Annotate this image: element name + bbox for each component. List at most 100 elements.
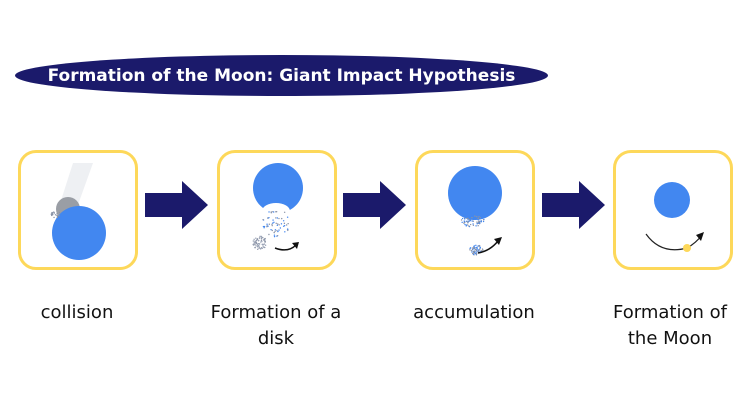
debris-particle: [260, 241, 262, 243]
debris-particle: [474, 215, 476, 217]
step-accumulation-panel: [415, 150, 535, 270]
debris-particle: [278, 224, 280, 226]
debris-particle: [282, 220, 285, 222]
debris-particle: [264, 244, 267, 246]
debris-particle: [482, 220, 485, 223]
debris-particle: [474, 252, 476, 255]
debris-particle: [472, 252, 475, 254]
arrow-right-icon: [542, 181, 605, 229]
moon-orbit-arrow: [645, 233, 703, 251]
debris-particle: [281, 217, 283, 220]
earth: [253, 163, 303, 213]
debris-particle: [475, 244, 477, 247]
debris-particle: [473, 247, 475, 250]
debris-particle: [273, 221, 275, 223]
proto-earth: [52, 206, 106, 260]
debris-particle: [481, 248, 484, 250]
debris-particle: [274, 230, 276, 233]
debris-particle: [278, 217, 280, 220]
debris-particle: [475, 249, 477, 251]
debris-particle: [285, 224, 288, 226]
debris-particle: [477, 250, 480, 252]
debris-particle: [286, 228, 289, 230]
debris-particle: [273, 234, 276, 236]
debris-particle: [262, 236, 264, 239]
debris-particle: [255, 242, 258, 245]
debris-particle: [283, 211, 286, 213]
debris-particle: [472, 220, 475, 222]
debris-particle: [469, 247, 471, 250]
debris-particle: [473, 251, 475, 253]
earth: [448, 166, 502, 220]
debris-particle: [254, 246, 256, 249]
debris-particle: [472, 253, 475, 256]
arrowhead: [292, 242, 299, 249]
debris-particle: [260, 238, 263, 240]
debris-particle: [478, 216, 480, 218]
debris-particle: [255, 245, 257, 247]
debris-particle: [263, 227, 265, 229]
disk-illustration: [252, 163, 303, 251]
debris-particle: [475, 251, 477, 253]
debris-particle: [268, 233, 270, 236]
debris-particle: [257, 243, 259, 245]
accumulation-illustration: [448, 166, 502, 256]
step-label-accumulation: accumulation: [413, 302, 535, 323]
debris-particle: [262, 218, 264, 221]
debris-particle: [56, 215, 59, 217]
debris-particle: [276, 224, 279, 227]
debris-particle: [468, 220, 471, 222]
debris-particle: [261, 240, 263, 243]
debris-particle: [460, 219, 463, 221]
debris-particle: [52, 213, 54, 216]
debris-particle: [467, 219, 469, 221]
debris-particle: [468, 219, 470, 221]
title-text: Formation of the Moon: Giant Impact Hypo…: [47, 65, 516, 86]
step-label-disk: Formation of a disk: [210, 302, 342, 349]
debris-particle: [466, 224, 469, 226]
debris-particle: [54, 214, 57, 216]
debris-particle: [476, 248, 478, 250]
debris-particle: [480, 221, 483, 223]
debris-disk-particles: [252, 211, 289, 250]
debris-particle: [476, 223, 478, 225]
debris-particle: [271, 223, 273, 225]
debris-particle: [287, 222, 289, 225]
debris-particle: [273, 235, 276, 238]
debris-particle: [465, 224, 468, 226]
step-label-moon: Formation of the Moon: [613, 302, 727, 349]
debris-particle: [480, 217, 482, 219]
debris-particle: [262, 245, 264, 247]
orbit-arrow-icon: [274, 244, 297, 251]
debris-particle: [270, 211, 272, 213]
debris-particle: [479, 222, 481, 224]
debris-particle: [467, 222, 469, 224]
debris-particle: [470, 249, 473, 252]
ejecta-gap: [262, 203, 290, 219]
debris-particle: [472, 246, 474, 249]
debris-particle: [264, 239, 266, 242]
debris-particle: [473, 217, 475, 219]
debris-particle: [263, 243, 265, 245]
debris-particle: [478, 245, 481, 247]
debris-particle: [257, 248, 259, 250]
debris-particle: [482, 249, 484, 251]
debris-particle: [253, 238, 255, 241]
debris-particle: [479, 247, 482, 249]
debris-particle: [477, 219, 479, 221]
earth: [654, 182, 690, 218]
debris-particle: [58, 215, 60, 217]
debris-particle: [270, 228, 272, 231]
debris-particle: [272, 222, 274, 224]
arrow-right-icon: [343, 181, 406, 229]
debris-particle: [56, 216, 59, 218]
debris-particle: [58, 211, 61, 214]
debris-particle: [257, 245, 259, 248]
debris-particle: [272, 211, 275, 213]
debris-particle: [286, 216, 289, 218]
arrowhead: [696, 232, 704, 241]
debris-particle: [259, 235, 261, 237]
debris-particle: [262, 225, 265, 228]
arrow-right-icon: [145, 181, 208, 229]
debris-particle: [267, 217, 269, 219]
